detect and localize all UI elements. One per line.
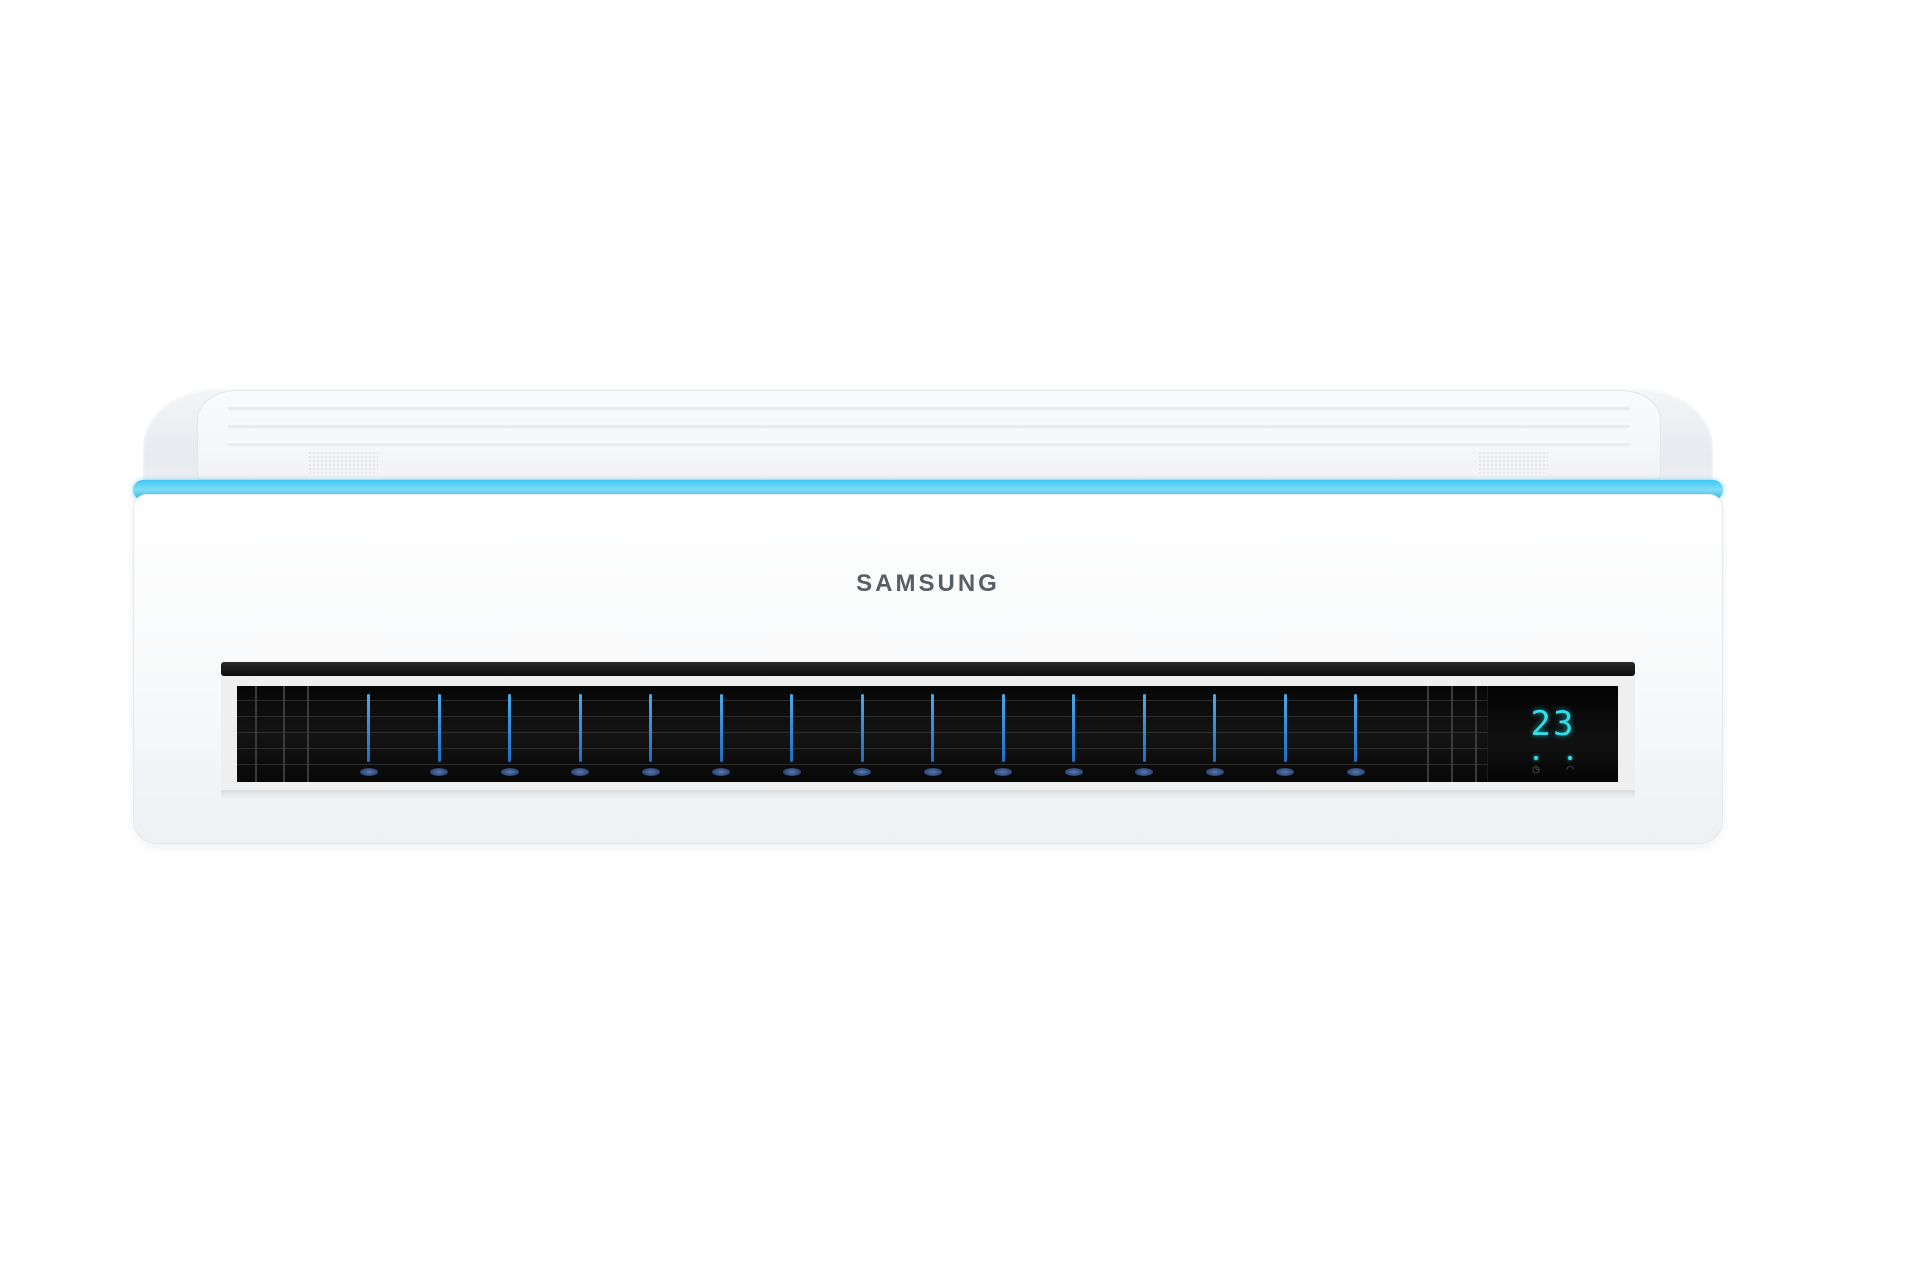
grille-frame [1475, 686, 1477, 782]
louver-blade [1354, 694, 1357, 762]
louver-blade [649, 694, 652, 762]
grille-dots [1478, 451, 1548, 473]
louver-blade [578, 694, 582, 762]
intake-slat [228, 405, 1630, 411]
grille-rib [237, 764, 1487, 765]
louver-pivot [359, 768, 378, 776]
air-conditioner-unit: SAMSUNG 23 ◷ ◠ [133, 388, 1723, 848]
grille-frame [255, 686, 257, 782]
top-cover [143, 388, 1713, 488]
brand-logo: SAMSUNG [856, 570, 1000, 597]
louver-blade [719, 694, 723, 762]
louver-pivot [641, 768, 660, 776]
indicator-light [1568, 756, 1572, 760]
top-intake-panel [197, 390, 1661, 480]
grille-frame [283, 686, 285, 782]
louver-pivot [430, 768, 448, 776]
louver-blade [508, 694, 511, 762]
louver-blade [790, 694, 793, 762]
louver-blade [437, 694, 441, 762]
louver-blade [1213, 694, 1216, 762]
outlet-bottom-lip [221, 790, 1635, 800]
louver-blade [1142, 694, 1146, 762]
outlet-top-lip [221, 662, 1635, 676]
louver-pivot [500, 768, 519, 776]
louver-blade [1072, 694, 1075, 762]
louver-pivot [782, 768, 801, 776]
louver-grille [237, 686, 1487, 782]
timer-icon: ◷ [1532, 764, 1540, 774]
louver-blade [1001, 694, 1005, 762]
louver-blade [367, 694, 370, 762]
louver-pivot [1135, 768, 1153, 776]
intake-slat [228, 423, 1630, 429]
louver-blade [931, 694, 934, 762]
louver-pivot [1276, 768, 1294, 776]
louver-blade [860, 694, 864, 762]
louver-pivot [923, 768, 942, 776]
grille-frame [1427, 686, 1429, 782]
intake-slat [228, 441, 1630, 447]
louver-pivot [571, 768, 589, 776]
louver-pivot [853, 768, 871, 776]
louver-pivot [994, 768, 1012, 776]
grille-frame [307, 686, 309, 782]
louver-pivot [1346, 768, 1365, 776]
grille-frame [1451, 686, 1453, 782]
temperature-readout: 23 [1530, 704, 1576, 744]
louver-pivot [712, 768, 730, 776]
indicator-light [1534, 756, 1538, 760]
louver-blade [1283, 694, 1287, 762]
temperature-display: 23 ◷ ◠ [1487, 686, 1618, 782]
front-panel: SAMSUNG 23 ◷ ◠ [133, 494, 1723, 844]
grille-dots [308, 451, 378, 473]
wifi-icon: ◠ [1566, 764, 1574, 774]
louver-pivot [1064, 768, 1083, 776]
louver-pivot [1205, 768, 1224, 776]
